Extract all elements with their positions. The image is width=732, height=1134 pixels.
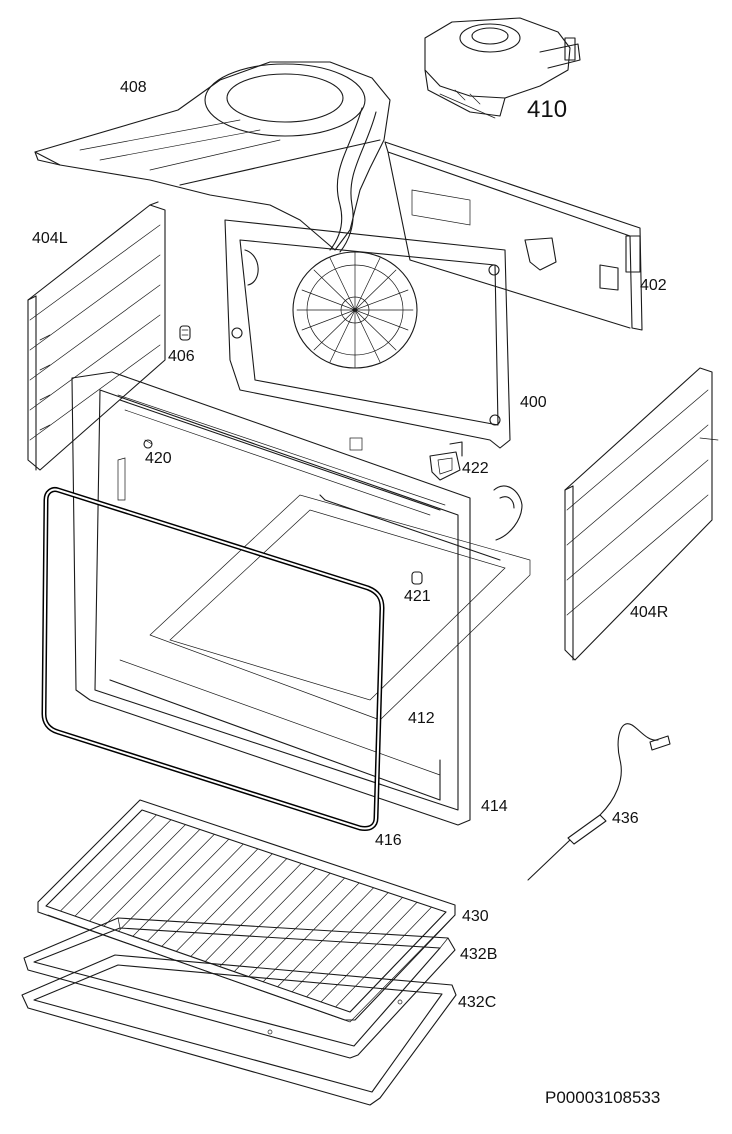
part-406-clip [179,325,191,341]
part-408-fan-cover [34,61,391,253]
label-421: 421 [404,588,431,605]
label-432B: 432B [460,946,497,963]
label-406: 406 [168,348,195,365]
part-420-clip [143,439,153,449]
grill-bar [335,906,432,1008]
grill-bar [146,843,244,942]
label-432C: 432C [458,994,496,1011]
grill-bar [349,911,447,1013]
part-416-door-seal [41,487,385,831]
grill-bar [103,829,201,927]
grill-bar [219,867,317,967]
label-404R: 404R [630,604,668,621]
part-400-back-panel [224,219,511,449]
grill-bar [248,877,346,978]
label-402: 402 [640,277,667,294]
label-410: 410 [527,96,567,123]
label-412: 412 [408,710,435,727]
grill-bar [204,863,302,962]
label-420: 420 [145,450,172,467]
label-422: 422 [462,460,489,477]
grill-bar [118,833,215,932]
label-416: 416 [375,832,402,849]
grill-bar [60,814,157,912]
part-432B-baking-tray [23,917,456,1059]
part-404L-shelf-support [27,201,166,471]
label-404L: 404L [32,230,68,247]
drawing-code: P00003108533 [545,1088,660,1107]
grill-bar [74,819,172,917]
grill-bar [175,853,273,952]
label-430: 430 [462,908,489,925]
grill-bar [233,872,331,972]
part-element-bracket [493,485,523,541]
part-402-rail [384,141,643,331]
part-436-meat-probe [527,723,671,881]
grill-bar [161,848,259,947]
label-400: 400 [520,394,547,411]
grill-bar [320,901,418,1003]
label-436: 436 [612,810,639,827]
part-421-clip [411,571,423,585]
part-432C-baking-tray [21,954,457,1106]
grill-bar [262,882,360,983]
grill-bar [277,887,374,988]
part-404R-shelf-support [564,367,719,661]
part-422-sensor [429,441,463,481]
grill-bar [190,858,288,957]
grill-bar [306,897,403,998]
label-414: 414 [481,798,508,815]
part-410-fan-motor [424,17,581,119]
grill-bar [45,809,143,907]
grill-bar [89,824,186,922]
label-408: 408 [120,79,147,96]
